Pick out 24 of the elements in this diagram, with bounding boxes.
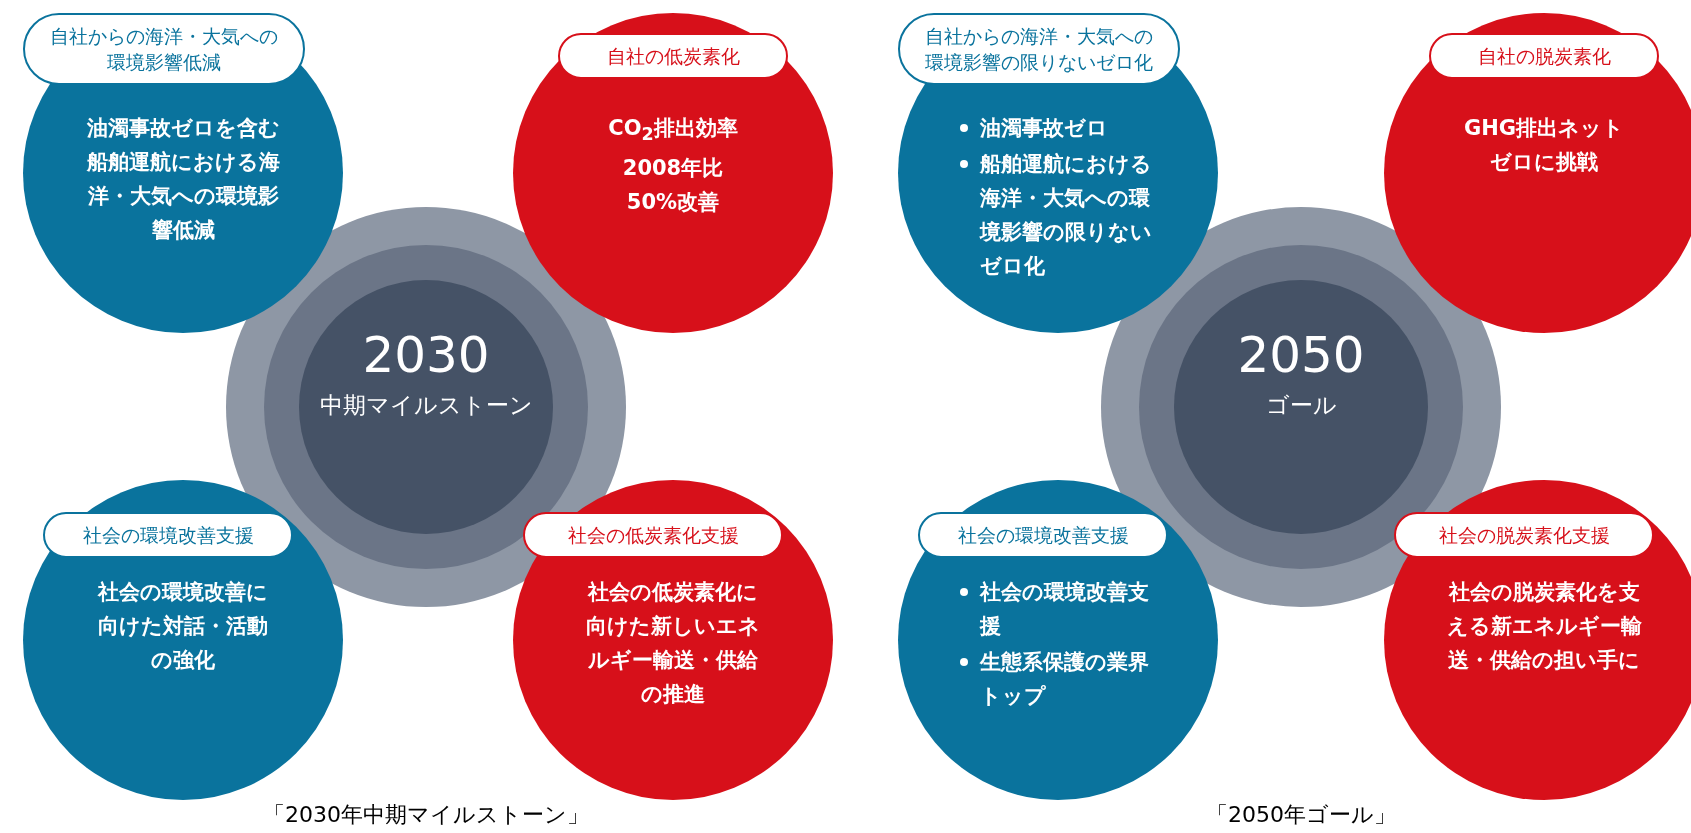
milestone-text: 中期マイルストーン: [318, 391, 534, 420]
heading-pill: 自社の脱炭素化: [1429, 33, 1659, 79]
heading-pill: 社会の環境改善支援: [918, 512, 1168, 558]
milestone-text: ゴール: [1264, 391, 1338, 420]
heading-pill: 自社からの海洋・大気への環境影響低減: [23, 13, 305, 85]
goal-text: GHG排出ネットゼロに挑戦: [1462, 115, 1626, 176]
heading-pill: 自社の低炭素化: [558, 33, 788, 79]
heading-pill: 社会の脱炭素化支援: [1394, 512, 1654, 558]
bullet-item: 船舶運航における海洋・大気への環境影響の限りないゼロ化: [958, 147, 1158, 283]
bullet-item: 社会の環境改善支援: [958, 575, 1158, 643]
bullet-item: 生態系保護の業界トップ: [958, 645, 1158, 713]
goal-text: 社会の環境改善に向けた対話・活動の強化: [96, 579, 269, 674]
heading-pill: 社会の環境改善支援: [43, 512, 293, 558]
year-text: 2030: [361, 325, 491, 385]
goal-text: 社会の脱炭素化を支える新エネルギー輸送・供給の担い手に: [1445, 579, 1643, 674]
caption-text: 「2050年ゴール」: [1206, 801, 1396, 829]
bullet-item: 油濁事故ゼロ: [958, 111, 1158, 145]
caption-text: 「2030年中期マイルストーン」: [263, 801, 589, 829]
goal-text: CO$_{2}$排出効率2008年比50%改善: [607, 115, 739, 217]
heading-pill: 社会の低炭素化支援: [523, 512, 783, 558]
goal-text: 社会の低炭素化に向けた新しいエネルギー輸送・供給の推進: [585, 579, 761, 708]
heading-pill: 自社からの海洋・大気への環境影響の限りないゼロ化: [898, 13, 1180, 85]
year-text: 2050: [1236, 325, 1366, 385]
goal-text: 油濁事故ゼロを含む船舶運航における海洋・大気への環境影響低減: [85, 115, 281, 244]
